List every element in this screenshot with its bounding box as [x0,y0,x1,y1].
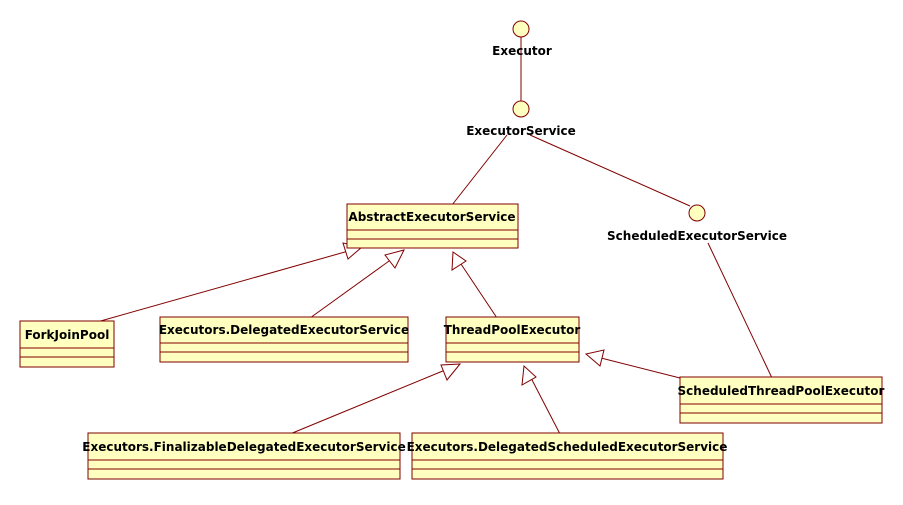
class-name: Executors.DelegatedExecutorService [159,323,409,337]
class-name: ThreadPoolExecutor [444,323,581,337]
class-name: ForkJoinPool [25,328,110,342]
class-fork-join-pool[interactable]: ForkJoinPool [19,320,115,368]
class-finalizable-delegated-executor-service[interactable]: Executors.FinalizableDelegatedExecutorSe… [82,432,406,480]
generalization-arrow [584,349,605,367]
class-box [346,203,519,249]
class-delegated-executor-service[interactable]: Executors.DelegatedExecutorService [159,316,409,363]
class-box [679,376,883,424]
class-abstract-executor-service[interactable]: AbstractExecutorService [346,203,519,249]
class-name: ScheduledThreadPoolExecutor [678,384,885,398]
class-name: AbstractExecutorService [348,210,515,224]
class-scheduled-thread-pool-executor[interactable]: ScheduledThreadPoolExecutor [678,376,885,424]
class-thread-pool-executor[interactable]: ThreadPoolExecutor [444,316,581,363]
interface-label: ExecutorService [466,124,576,138]
interface-label: ScheduledExecutorService [607,229,787,243]
interface-circle-icon [512,20,530,38]
interface-executor-service[interactable]: ExecutorService [466,100,576,138]
interface-scheduled-executor-service[interactable]: ScheduledExecutorService [607,204,787,243]
interface-circle-icon [688,204,706,222]
edge-executorservice-abstractexecutorservice [451,134,508,206]
edge-delegatedscheduled-threadpoolexecutor [529,375,561,435]
edge-scheduledexecutorservice-scheduledthreadpoolexecutor [707,242,773,379]
interface-label: Executor [492,44,552,58]
edge-executorservice-scheduledexecutorservice [529,134,691,207]
class-name: Executors.DelegatedScheduledExecutorServ… [407,440,728,454]
class-delegated-scheduled-executor-service[interactable]: Executors.DelegatedScheduledExecutorServ… [407,432,728,480]
class-box [411,432,724,480]
class-name: Executors.FinalizableDelegatedExecutorSe… [82,440,405,454]
edge-threadpoolexecutor-abstractexecutorservice [458,260,498,319]
class-box [19,320,115,368]
edge-delegatedexecutorservice-abstractexecutorservice [309,255,397,319]
generalization-arrow [521,364,537,386]
edge-finalizable-threadpoolexecutor [289,367,451,435]
interface-circle-icon [512,100,530,118]
class-box [445,316,580,363]
class-box [87,432,401,480]
interface-executor[interactable]: Executor [492,20,552,58]
generalization-arrow [384,249,405,269]
class-box [159,316,409,363]
edge-scheduledthreadpoolexecutor-threadpoolexecutor [596,356,681,379]
generalization-arrow [440,363,462,381]
generalization-arrow [451,251,467,271]
edge-forkjoinpool-abstractexecutorservice [96,249,353,323]
